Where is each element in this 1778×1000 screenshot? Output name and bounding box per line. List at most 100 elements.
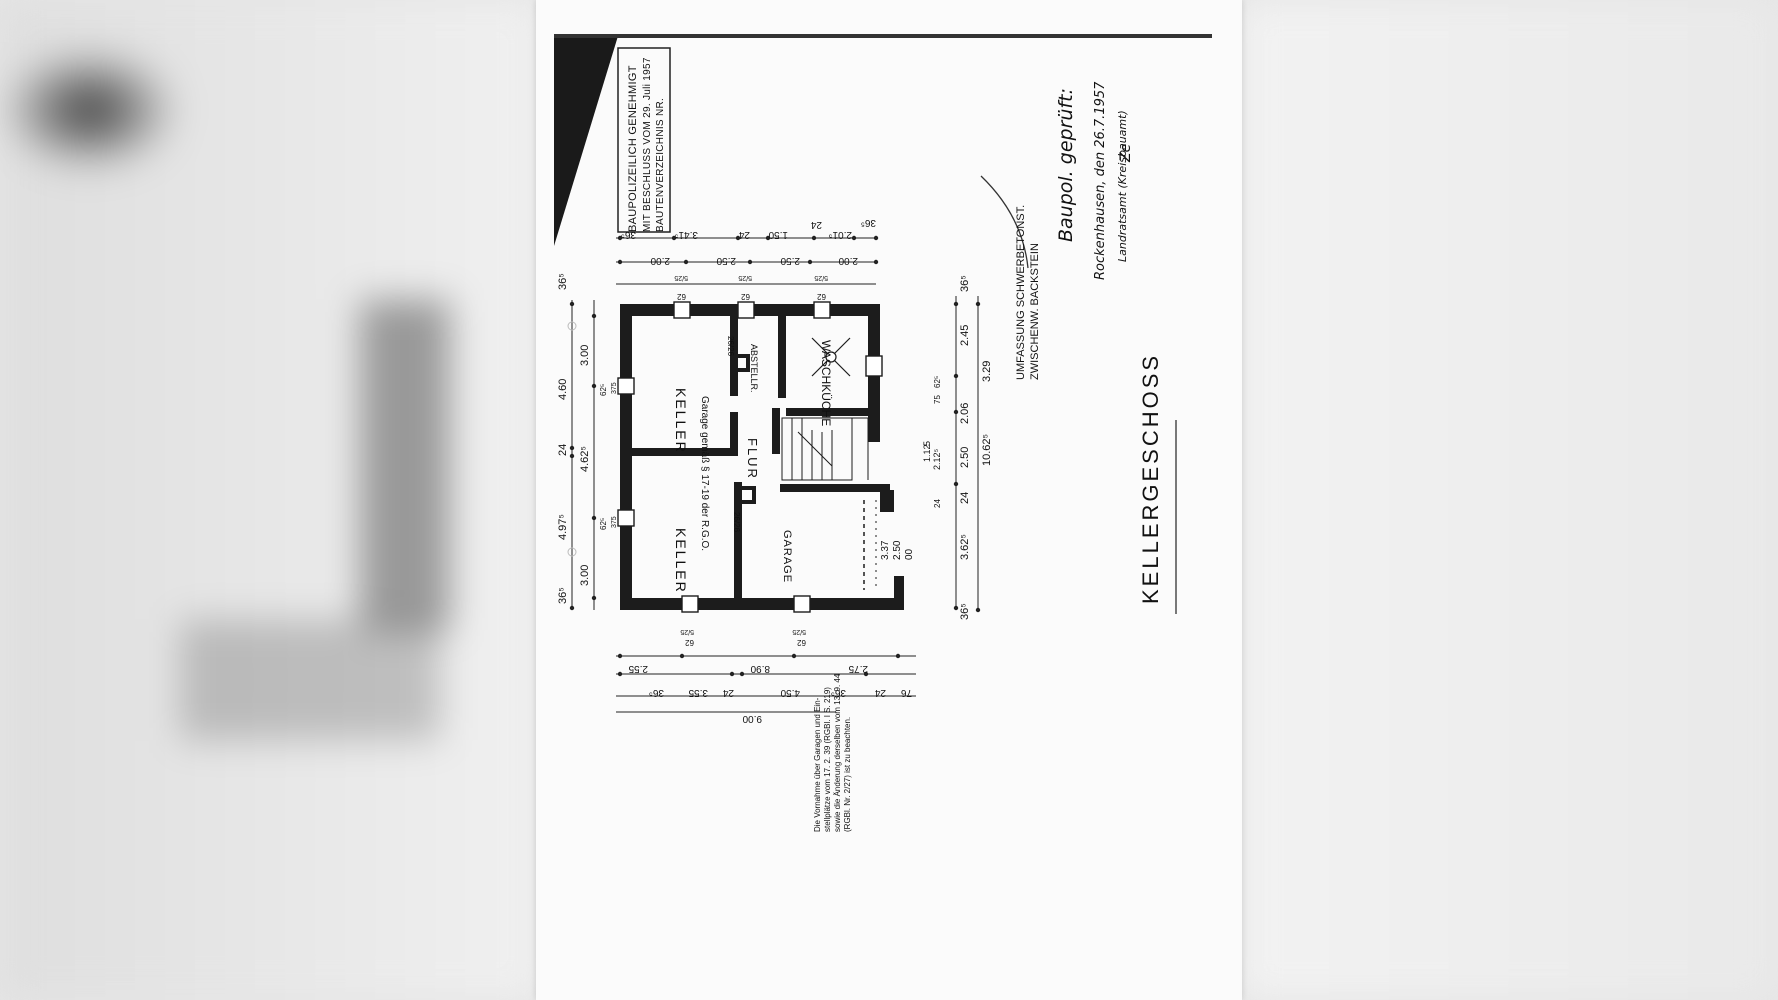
chimney-top bbox=[732, 354, 750, 372]
svg-text:75: 75 bbox=[933, 395, 942, 404]
right-dimensions: 36⁵ 2.45 2.06 2.50 24 3.62⁵ 36⁵ 3.29 10.… bbox=[880, 275, 993, 620]
svg-text:62: 62 bbox=[677, 292, 686, 301]
wall-flur-garage bbox=[734, 482, 742, 598]
svg-text:4.97⁵: 4.97⁵ bbox=[557, 514, 569, 540]
wall-keller-flur-mid bbox=[730, 412, 738, 456]
svg-text:62: 62 bbox=[817, 292, 826, 301]
window-east-1 bbox=[865, 355, 883, 377]
top-dimensions: 36⁵ 3.41⁵ 24 1.50 24 2.01⁵ 36⁵ 2.00 2.50… bbox=[621, 217, 876, 301]
wall-stair-left bbox=[772, 408, 780, 454]
svg-text:62: 62 bbox=[797, 638, 806, 647]
svg-text:stellplätze vom 17. 2. 39 (RGB: stellplätze vom 17. 2. 39 (RGBl. I S. 21… bbox=[823, 687, 832, 832]
svg-text:24: 24 bbox=[810, 219, 822, 230]
room-garage: GARAGE bbox=[781, 530, 793, 583]
approval-stamp-box bbox=[617, 47, 671, 233]
svg-text:5/25: 5/25 bbox=[738, 274, 752, 281]
svg-text:KELLERGESCHOSS: KELLERGESCHOSS bbox=[1138, 353, 1163, 604]
window-north-1 bbox=[673, 301, 691, 319]
room-keller-bottom: KELLER bbox=[673, 528, 689, 594]
svg-text:3.00: 3.00 bbox=[579, 345, 591, 366]
approval-place-date: Rockenhausen, den 26.7.1957 bbox=[1093, 81, 1108, 280]
svg-text:62: 62 bbox=[685, 638, 694, 647]
wall-wasch-stairs bbox=[786, 408, 876, 416]
svg-text:2.06: 2.06 bbox=[959, 403, 971, 424]
window-west-2 bbox=[617, 509, 635, 527]
svg-text:4.62⁵: 4.62⁵ bbox=[579, 446, 591, 472]
windows bbox=[617, 301, 883, 613]
stamp-line-3: BAUTENVERZEICHNIS NR. bbox=[655, 98, 666, 232]
chimney-label-top: 26/26 bbox=[726, 336, 735, 357]
approval-checked: Baupol. geprüft: bbox=[1055, 88, 1077, 242]
svg-text:5/25: 5/25 bbox=[674, 274, 688, 281]
svg-text:36⁵: 36⁵ bbox=[861, 217, 876, 228]
stamp-line-1: BAUPOLIZEILICH GENEHMIGT bbox=[627, 65, 639, 232]
svg-text:4.60: 4.60 bbox=[557, 379, 569, 400]
dimension-ticks bbox=[569, 235, 981, 677]
blurred-backdrop-left bbox=[0, 0, 540, 1000]
svg-text:10.62⁵: 10.62⁵ bbox=[981, 434, 993, 466]
svg-text:2.12⁵: 2.12⁵ bbox=[932, 448, 942, 470]
svg-text:24: 24 bbox=[722, 687, 734, 698]
approval-authority: Landratsamt (Kreisbauamt) bbox=[1116, 110, 1129, 262]
svg-text:5/25: 5/25 bbox=[680, 628, 694, 635]
svg-text:36⁵: 36⁵ bbox=[831, 687, 846, 698]
left-dimensions: 36⁵ 4.60 24 4.97⁵ 36⁵ 3.00 4.62⁵ 3.00 62… bbox=[557, 273, 618, 604]
svg-text:Die Vornahme über Garagen und: Die Vornahme über Garagen und Ein- bbox=[813, 697, 822, 832]
svg-text:9.00: 9.00 bbox=[742, 713, 762, 724]
window-south-2 bbox=[793, 595, 811, 613]
scan-shadow-corner bbox=[554, 36, 618, 246]
floor-drain-icon bbox=[811, 337, 851, 377]
approval-note: Baupol. geprüft: bbox=[1055, 88, 1077, 242]
stamp-line-2: MIT BESCHLUSS VOM 29. Juli 1957 bbox=[642, 57, 653, 232]
regulation-footnote: Die Vornahme über Garagen und Ein- stell… bbox=[813, 673, 852, 832]
svg-text:24: 24 bbox=[959, 492, 971, 504]
svg-text:24: 24 bbox=[874, 687, 886, 698]
svg-text:2.50: 2.50 bbox=[716, 255, 736, 266]
svg-text:36⁵: 36⁵ bbox=[959, 275, 971, 292]
chimney-bottom bbox=[738, 486, 756, 504]
svg-text:(RGBl. Nr. 2/27) ist zu beacht: (RGBl. Nr. 2/27) ist zu beachten. bbox=[843, 717, 852, 832]
window-west-1 bbox=[617, 377, 635, 395]
svg-text:36⁵: 36⁵ bbox=[959, 603, 971, 620]
construction-note-1: UMFASSUNG SCHWERBETONST. bbox=[1015, 205, 1027, 380]
wall-abstell-wasch bbox=[778, 316, 786, 398]
floor-plan-document: BAUPOLIZEILICH GENEHMIGT MIT BESCHLUSS V… bbox=[536, 0, 1242, 1000]
garage-regulation-note: Garage gemäß § 17-19 der R.G.O. bbox=[699, 396, 710, 551]
svg-text:76: 76 bbox=[900, 687, 912, 698]
room-flur: FLUR bbox=[745, 438, 760, 480]
svg-text:2.75: 2.75 bbox=[848, 663, 868, 674]
wall-keller-divider bbox=[632, 448, 734, 456]
signature-stroke bbox=[980, 175, 1029, 269]
svg-text:3.37: 3.37 bbox=[880, 540, 891, 560]
svg-text:Rockenhausen, den 26.7.1957: Rockenhausen, den 26.7.1957 bbox=[1093, 81, 1108, 280]
svg-text:2.50: 2.50 bbox=[892, 540, 903, 560]
wall-pier-garage-south bbox=[894, 576, 904, 610]
svg-text:62⁵: 62⁵ bbox=[599, 384, 608, 396]
svg-text:2.00: 2.00 bbox=[838, 255, 858, 266]
initials: Ze bbox=[1118, 144, 1134, 163]
svg-text:2.50: 2.50 bbox=[959, 447, 971, 468]
svg-text:2.00: 2.00 bbox=[650, 255, 670, 266]
svg-text:5/25: 5/25 bbox=[792, 628, 806, 635]
punch-hole bbox=[567, 321, 577, 331]
room-abstell: ABSTELLR. bbox=[749, 344, 759, 393]
svg-text:3.29: 3.29 bbox=[981, 361, 993, 382]
window-south-1 bbox=[681, 595, 699, 613]
svg-text:24: 24 bbox=[557, 444, 569, 456]
svg-text:24: 24 bbox=[738, 229, 750, 240]
svg-text:62⁵: 62⁵ bbox=[933, 376, 942, 388]
svg-text:3.55: 3.55 bbox=[688, 687, 708, 698]
svg-text:36⁵: 36⁵ bbox=[557, 273, 569, 290]
floor-plan-drawing: BAUPOLIZEILICH GENEHMIGT MIT BESCHLUSS V… bbox=[554, 34, 1212, 832]
svg-text:4.50: 4.50 bbox=[780, 687, 800, 698]
svg-text:Landratsamt (Kreisbauamt): Landratsamt (Kreisbauamt) bbox=[1116, 110, 1129, 262]
svg-text:24: 24 bbox=[933, 499, 942, 508]
room-waschkueche: WASCHKÜCHE bbox=[819, 340, 833, 426]
construction-note-2: ZWISCHENW. BACKSTEIN bbox=[1029, 243, 1041, 380]
walls bbox=[620, 304, 904, 610]
svg-text:2.45: 2.45 bbox=[959, 325, 971, 346]
svg-text:8.90: 8.90 bbox=[750, 663, 770, 674]
svg-text:375: 375 bbox=[611, 382, 618, 394]
svg-text:1.12: 1.12 bbox=[922, 444, 932, 462]
svg-text:62: 62 bbox=[741, 292, 750, 301]
